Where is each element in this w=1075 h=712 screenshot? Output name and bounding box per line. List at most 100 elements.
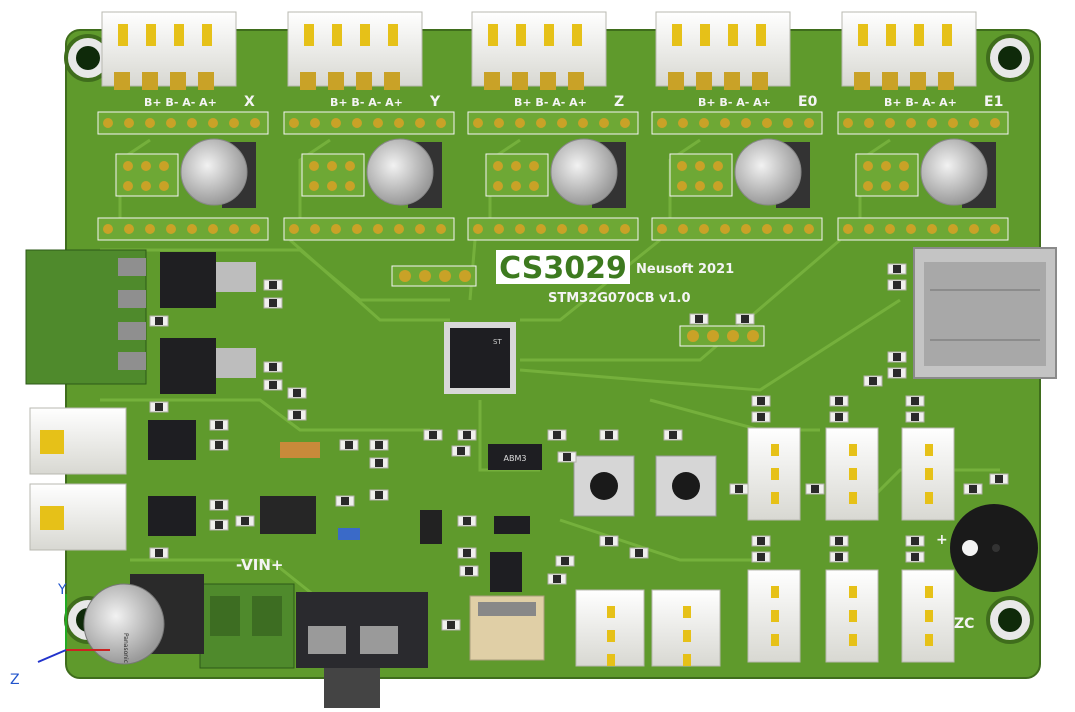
header-4pin-center <box>391 265 477 287</box>
smd-component <box>555 555 575 567</box>
smd-component <box>599 429 619 441</box>
smd-component <box>263 279 283 291</box>
smd-component <box>547 429 567 441</box>
smd-component <box>729 483 749 495</box>
smd-component <box>547 573 567 585</box>
endstop-z-connector <box>901 427 955 521</box>
smd-component <box>905 551 925 563</box>
motor-block-e1: B+ B- A- A+ E1 <box>837 11 1009 241</box>
thermistor-2-connector <box>825 569 879 663</box>
smd-component <box>751 395 771 407</box>
smd-component <box>423 429 443 441</box>
motor-pins-label: B+ B- A- A+ <box>884 96 957 109</box>
smd-component <box>829 535 849 547</box>
motor-pins-label: B+ B- A- A+ <box>144 96 217 109</box>
usb-connector <box>469 595 545 661</box>
smd-component <box>263 297 283 309</box>
vendor-label: Neusoft 2021 <box>636 262 734 277</box>
crystal-label: ABM3 <box>504 454 527 463</box>
smd-component <box>287 387 307 399</box>
voltage-regulator <box>296 592 428 708</box>
smd-component <box>629 547 649 559</box>
smd-component <box>887 279 907 291</box>
motor-axis-label: E0 <box>798 94 818 110</box>
smd-component <box>457 547 477 559</box>
smd-component <box>209 499 229 511</box>
smd-inductor <box>260 496 316 534</box>
motor-connector-e0 <box>655 11 791 90</box>
smd-component <box>751 551 771 563</box>
smd-cap-blue <box>338 528 360 540</box>
motor-block-x: B+ B- A- A+X <box>97 11 269 241</box>
reset-button[interactable] <box>573 455 635 517</box>
smd-component <box>829 551 849 563</box>
chip-label: STM32G070CB v1.0 <box>548 291 691 306</box>
power-label: -VIN+ <box>236 556 283 574</box>
smd-component <box>887 263 907 275</box>
smd-component <box>263 379 283 391</box>
mosfet-2 <box>160 338 256 394</box>
axis-y-label: Y <box>57 582 67 598</box>
motor-connector-y <box>287 11 423 90</box>
smd-component <box>339 439 359 451</box>
smd-component <box>149 547 169 559</box>
smd-component <box>457 515 477 527</box>
fan-connector-2 <box>29 483 127 551</box>
smd-component <box>369 439 389 451</box>
zc-label: ZC <box>954 616 974 632</box>
crystal <box>488 444 542 470</box>
smd-component <box>441 619 461 631</box>
smd-component <box>689 313 709 325</box>
driver-ic-1 <box>148 420 196 460</box>
smd-component <box>905 395 925 407</box>
buzzer <box>950 504 1038 592</box>
board-title: CS3029 <box>499 251 627 286</box>
smd-component <box>751 411 771 423</box>
motor-pins-label: B+ B- A- A+ <box>698 96 771 109</box>
thermistor-3-connector <box>901 569 955 663</box>
smd-component <box>451 445 471 457</box>
motor-axis-label: Y <box>429 94 441 110</box>
axis-gizmo: Y Z <box>10 582 110 688</box>
smd-component <box>149 401 169 413</box>
fan-connector-1 <box>29 407 127 475</box>
smd-component <box>735 313 755 325</box>
smd-component <box>887 367 907 379</box>
smd-component <box>751 535 771 547</box>
smd-component <box>805 483 825 495</box>
motor-block-y: B+ B- A- A+ Y <box>283 11 455 241</box>
motor-axis-label: Z <box>614 94 624 110</box>
mounting-hole-tl <box>64 34 112 82</box>
mcu-chip: ST <box>444 322 516 394</box>
jst-connectors <box>149 263 1009 667</box>
endstop-y-connector <box>825 427 879 521</box>
motor-axis-label: E1 <box>984 94 1003 110</box>
motor-pins-label: B+ B- A- A+ <box>514 96 587 109</box>
smd-component <box>599 535 619 547</box>
smd-component <box>287 409 307 421</box>
power-terminal-block <box>25 249 147 385</box>
motor-connector-x <box>101 11 237 90</box>
motor-block-z: B+ B- A- A+ Z <box>467 11 639 241</box>
aux-connector-2-connector <box>651 589 721 667</box>
boot-button[interactable] <box>655 455 717 517</box>
cap-brand-label: Panasonic <box>122 633 129 663</box>
plus-mark: + <box>936 532 948 548</box>
motor-block-e0: B+ B- A- A+ E0 <box>651 11 823 241</box>
smd-component <box>457 429 477 441</box>
driver-ic-2 <box>148 496 196 536</box>
smd-component <box>663 429 683 441</box>
smd-component <box>905 535 925 547</box>
title-box <box>496 250 630 284</box>
power-input-terminal <box>199 583 295 669</box>
smd-component <box>905 411 925 423</box>
smd-component <box>263 361 283 373</box>
smd-component <box>829 395 849 407</box>
motor-pins-label: B+ B- A- A+ <box>330 96 403 109</box>
motor-connector-z <box>471 11 607 90</box>
smd-component <box>335 495 355 507</box>
aux-connector-1-connector <box>575 589 645 667</box>
smd-inductor-2 <box>420 510 442 544</box>
